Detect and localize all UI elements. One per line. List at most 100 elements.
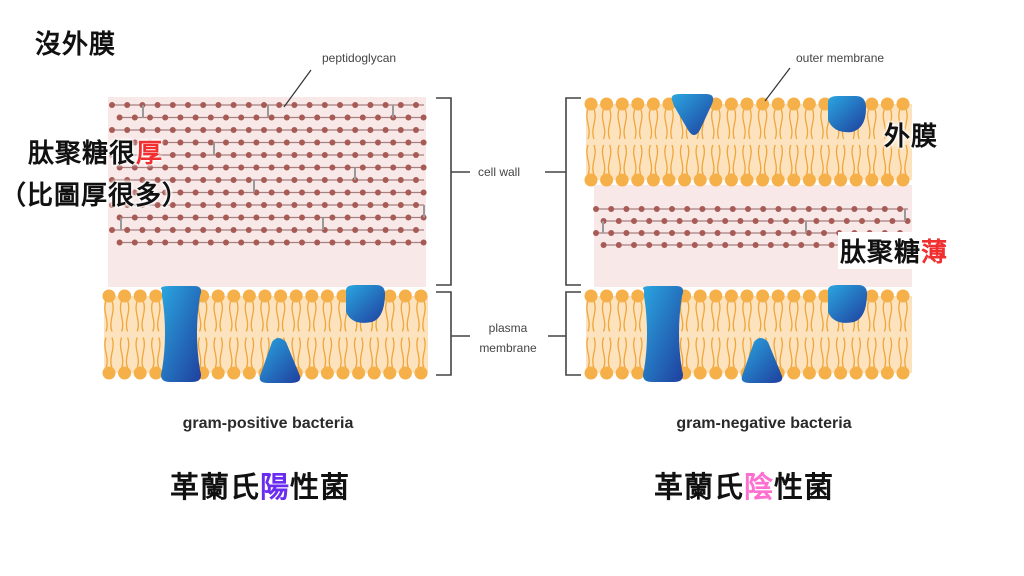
- sugar-unit: [215, 227, 222, 233]
- sugar-unit: [737, 242, 744, 248]
- phospholipid-head: [787, 173, 801, 187]
- lipid-tail: [338, 300, 342, 332]
- lipid-tail: [789, 300, 793, 332]
- sugar-unit: [375, 214, 381, 221]
- lipid-tail: [804, 337, 809, 369]
- sugar-unit: [405, 239, 412, 246]
- phospholipid-head: [771, 173, 785, 187]
- sugar-unit: [139, 152, 146, 158]
- sugar-unit: [775, 230, 782, 236]
- thick-pg-emphasis: 厚: [136, 139, 164, 169]
- sugar-unit: [608, 206, 615, 212]
- lipid-tail: [260, 337, 264, 369]
- lipid-tail: [592, 300, 596, 332]
- lipid-tail: [820, 144, 824, 176]
- plasma-membrane-label-line1: plasma: [489, 321, 528, 335]
- lipid-tail: [110, 300, 114, 332]
- lipid-tail: [742, 108, 746, 140]
- lipid-tail: [307, 300, 311, 332]
- sugar-unit: [192, 139, 199, 146]
- lipid-tail: [119, 300, 124, 332]
- phospholipid-head: [693, 366, 707, 380]
- lipid-tail: [873, 337, 877, 369]
- phospholipid-head: [802, 289, 816, 303]
- sugar-unit: [139, 227, 146, 233]
- lipid-tail: [385, 300, 389, 332]
- sugar-unit: [397, 102, 404, 108]
- lipid-tail: [406, 300, 411, 332]
- brackets: [436, 97, 581, 376]
- lipid-tail: [110, 337, 114, 369]
- sugar-unit: [283, 189, 290, 196]
- sugar-unit: [283, 214, 290, 221]
- phospholipid-head: [802, 366, 816, 380]
- phospholipid-head: [646, 97, 660, 111]
- sugar-unit: [299, 214, 305, 221]
- lipid-tail: [633, 300, 637, 332]
- phospholipid-head: [896, 289, 910, 303]
- sugar-unit: [676, 218, 683, 224]
- sugar-unit: [329, 239, 336, 246]
- sugar-unit: [390, 214, 397, 221]
- sugar-unit: [420, 139, 427, 146]
- sugar-unit: [154, 152, 161, 158]
- phospholipid-head: [584, 173, 598, 187]
- sugar-unit: [276, 127, 283, 133]
- sugar-unit: [821, 206, 827, 212]
- gn-cell-wall-bracket: [565, 97, 581, 286]
- lipid-tail: [820, 108, 824, 140]
- phospholipid-head: [320, 289, 334, 303]
- phospholipid-head: [414, 366, 428, 380]
- lipid-tail: [810, 300, 815, 332]
- gram-positive-zh-title: 革蘭氏陽性菌: [170, 464, 350, 506]
- sugar-unit: [109, 227, 115, 233]
- sugar-unit: [729, 230, 736, 236]
- sugar-unit: [207, 214, 214, 221]
- lipid-tail: [141, 300, 145, 332]
- sugar-unit: [745, 206, 751, 212]
- phospholipid-head: [740, 289, 754, 303]
- gram-positive-peptidoglycan: [109, 102, 427, 246]
- peptidoglycan-label: peptidoglycan: [322, 51, 396, 65]
- phospholipid-head: [709, 289, 723, 303]
- outer-membrane-note: 外膜: [884, 116, 938, 153]
- lipid-tail: [795, 144, 799, 176]
- lipid-tail: [779, 144, 783, 176]
- lipid-tail: [888, 108, 893, 140]
- sugar-unit: [767, 242, 774, 248]
- sugar-unit: [337, 202, 343, 208]
- sugar-unit: [359, 189, 366, 196]
- lipid-tail: [125, 337, 130, 369]
- sugar-unit: [420, 189, 427, 196]
- sugar-unit: [375, 114, 381, 121]
- thick-peptidoglycan-note: 肽聚糖很厚: [28, 133, 163, 170]
- sugar-unit: [283, 114, 290, 121]
- sugar-unit: [215, 127, 222, 133]
- lipid-tail: [322, 300, 327, 332]
- sugar-unit: [162, 239, 169, 246]
- sugar-unit: [261, 177, 267, 183]
- phospholipid-head: [584, 366, 598, 380]
- sugar-unit: [420, 164, 427, 171]
- sugar-unit: [207, 189, 214, 196]
- sugar-unit: [154, 227, 161, 233]
- sugar-unit: [390, 239, 397, 246]
- phospholipid-head: [740, 97, 754, 111]
- sugar-unit: [321, 202, 328, 208]
- phospholipid-head: [662, 173, 676, 187]
- lipid-tail: [810, 144, 815, 176]
- lipid-tail: [213, 300, 217, 332]
- sugar-unit: [109, 202, 115, 208]
- sugar-unit: [283, 239, 290, 246]
- sugar-unit: [367, 102, 374, 108]
- sugar-unit: [200, 202, 207, 208]
- sugar-unit: [638, 206, 645, 212]
- lipid-tail: [882, 300, 887, 332]
- lipid-tail: [344, 337, 348, 369]
- phospholipid-head: [631, 366, 645, 380]
- gram-positive-zh-prefix: 革蘭氏: [170, 470, 261, 504]
- lipid-tail: [617, 337, 621, 369]
- sugar-unit: [109, 102, 115, 108]
- lipid-tail: [685, 144, 690, 176]
